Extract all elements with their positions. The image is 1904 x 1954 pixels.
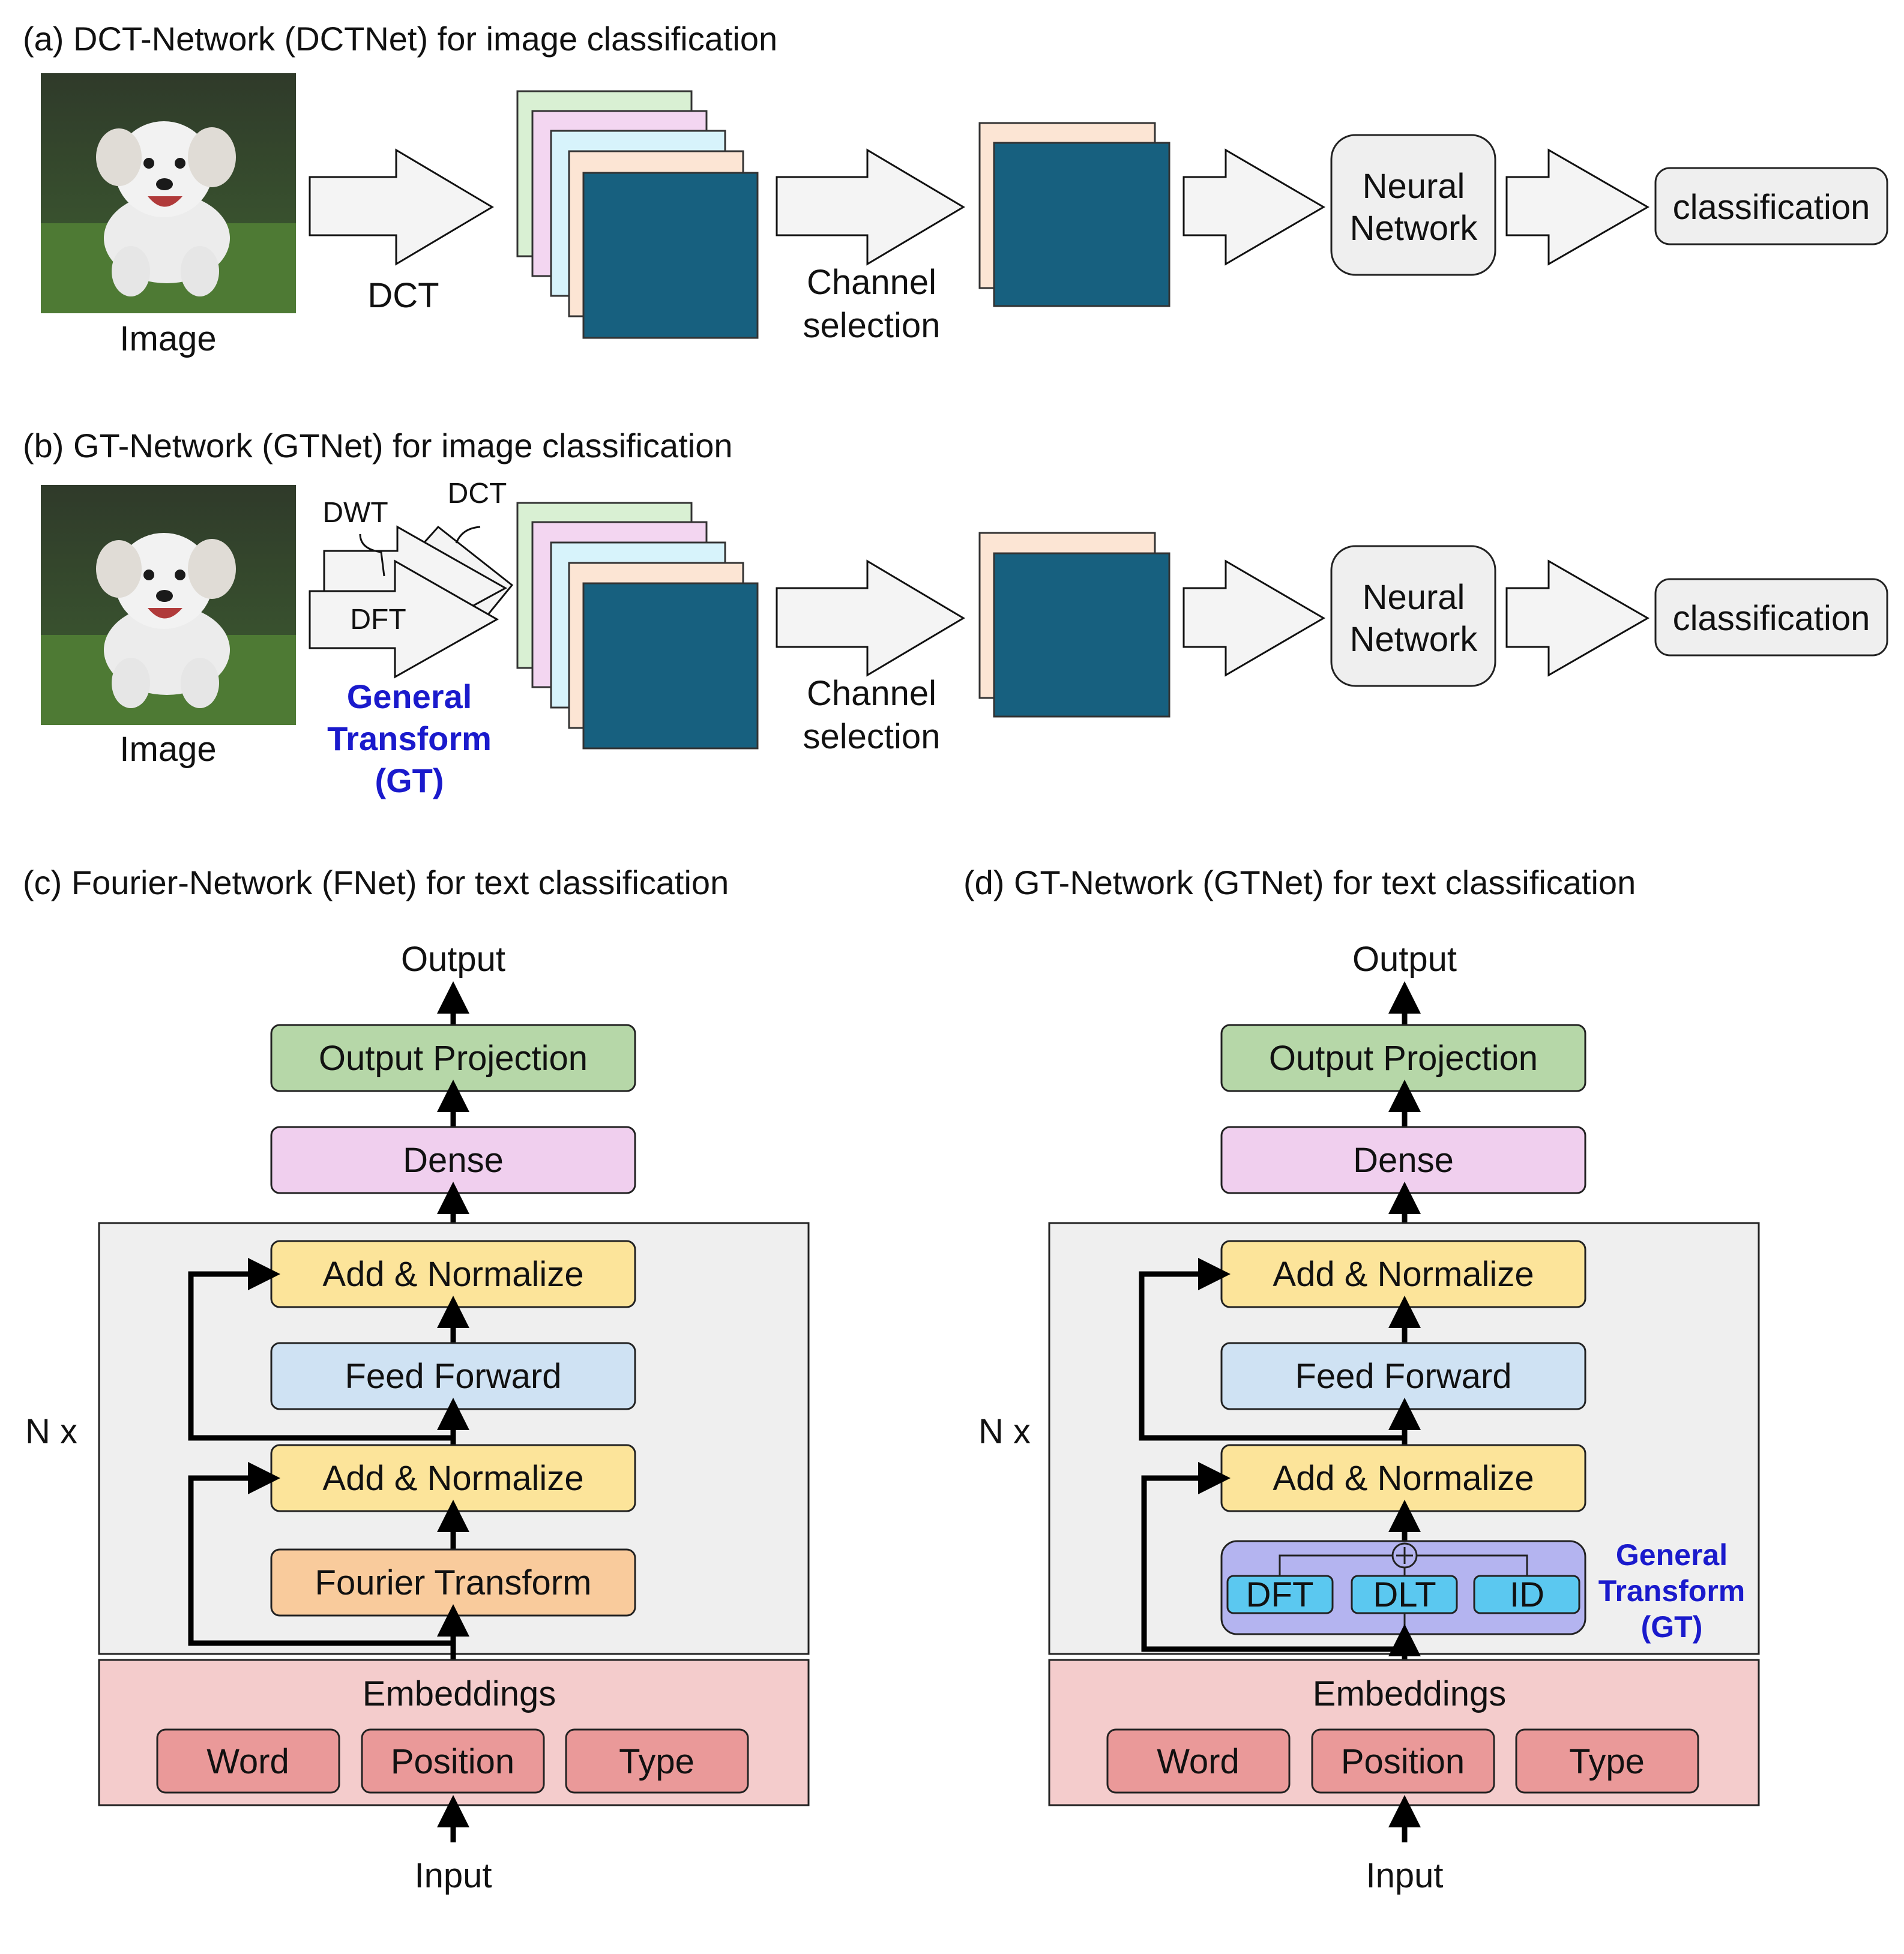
panel-b-dft-label: DFT xyxy=(350,604,406,636)
panel-b-image-label: Image xyxy=(119,730,216,769)
panel-b-network-label-2: Network xyxy=(1350,620,1478,659)
panel-b-selected-stack xyxy=(978,532,1170,718)
panel-d-feed-forward-label: Feed Forward xyxy=(1295,1357,1511,1396)
panel-b-gt-label-2: Transform xyxy=(327,720,492,757)
panel-a-feature-stack xyxy=(516,90,759,339)
panel-d-gt-id-label: ID xyxy=(1510,1575,1544,1614)
panel-c-emb-word-label: Word xyxy=(206,1742,289,1781)
panel-a-dct-arrow xyxy=(309,148,494,266)
panel-b-dft-arrow xyxy=(309,559,499,679)
panel-b-output-label: classification xyxy=(1673,599,1870,638)
panel-c-emb-word xyxy=(156,1728,340,1794)
panel-d-repeat-label: N x xyxy=(978,1412,1031,1451)
panel-a-arrow-to-network xyxy=(1182,148,1325,266)
panel-a-arrow-to-output xyxy=(1505,148,1650,266)
panel-d-embeddings-label: Embeddings xyxy=(1313,1674,1506,1713)
panel-c-title: (c) Fourier-Network (FNet) for text clas… xyxy=(23,864,729,901)
panel-d-gt-dlt xyxy=(1351,1575,1458,1614)
panel-a-output-label: classification xyxy=(1673,188,1870,227)
panel-d-output-label: Output xyxy=(1352,940,1457,979)
panel-c-emb-position xyxy=(361,1728,545,1794)
panel-d-emb-word-label: Word xyxy=(1157,1742,1240,1781)
panel-d-emb-word xyxy=(1106,1728,1291,1794)
panel-a-image-label: Image xyxy=(119,319,216,358)
panel-a-selection-label-2: selection xyxy=(803,306,941,345)
panel-b-selection-label-2: selection xyxy=(803,717,941,756)
panel-d-emb-position xyxy=(1311,1728,1495,1794)
panel-c-output-label: Output xyxy=(401,940,505,979)
panel-a-image xyxy=(41,73,296,313)
panel-d-gt-label-3: (GT) xyxy=(1641,1610,1703,1644)
panel-d-add-norm-top-label: Add & Normalize xyxy=(1273,1255,1534,1294)
panel-c-add-norm-top-label: Add & Normalize xyxy=(322,1255,583,1294)
panel-b-arrow-to-network xyxy=(1182,559,1325,677)
panel-b-output-box xyxy=(1654,578,1888,657)
panel-d-gt-dlt-label: DLT xyxy=(1373,1575,1436,1614)
panel-a-dct-label: DCT xyxy=(367,276,439,315)
panel-d-input-label: Input xyxy=(1366,1856,1444,1895)
panel-d-residual-bottom xyxy=(1141,1462,1405,1652)
panel-b-gt-arrows xyxy=(309,525,514,679)
panel-d-gt-dft-label: DFT xyxy=(1246,1575,1314,1614)
panel-c-residual-top xyxy=(188,1258,453,1441)
panel-b-image xyxy=(41,485,296,725)
panel-b-feature-stack xyxy=(516,502,759,750)
panel-b-network-label-1: Neural xyxy=(1363,578,1465,617)
panel-b-network-box xyxy=(1330,545,1496,687)
panel-b-gt-label-3: (GT) xyxy=(375,762,444,799)
panel-b-dct-label: DCT xyxy=(448,478,507,510)
panel-d-title: (d) GT-Network (GTNet) for text classifi… xyxy=(963,864,1636,901)
panel-d-gt-label-2: Transform xyxy=(1598,1574,1746,1608)
panel-c-feed-forward-label: Feed Forward xyxy=(345,1357,561,1396)
panel-a-selection-arrow xyxy=(776,148,965,266)
panel-b-gt-label-1: General xyxy=(347,678,472,715)
panel-b-title: (b) GT-Network (GTNet) for image classif… xyxy=(23,427,732,464)
panel-c-repeat-label: N x xyxy=(25,1412,77,1451)
panel-b-selection-label-1: Channel xyxy=(807,674,936,713)
panel-d-residual-top xyxy=(1139,1258,1405,1441)
panel-d-output-projection-label: Output Projection xyxy=(1269,1039,1538,1078)
panel-a-network-label-1: Neural xyxy=(1363,167,1465,206)
panel-d-add-norm-bottom-label: Add & Normalize xyxy=(1273,1459,1534,1498)
panel-a-selection-label-1: Channel xyxy=(807,263,936,302)
panel-c-emb-type-label: Type xyxy=(619,1742,694,1781)
panel-d-emb-type xyxy=(1515,1728,1699,1794)
panel-c-dense-label: Dense xyxy=(403,1141,504,1180)
panel-c-residual-bottom xyxy=(188,1462,453,1646)
panel-c-fourier-label: Fourier Transform xyxy=(315,1563,592,1602)
panel-d-gt-label-1: General xyxy=(1616,1538,1728,1572)
panel-b-dwt-label: DWT xyxy=(322,497,388,529)
panel-a-output-box xyxy=(1654,167,1888,245)
panel-d-emb-type-label: Type xyxy=(1569,1742,1645,1781)
panel-d-emb-position-label: Position xyxy=(1341,1742,1465,1781)
panel-d-dense-label: Dense xyxy=(1353,1141,1454,1180)
panel-b-arrow-to-output xyxy=(1505,559,1650,677)
panel-a-title: (a) DCT-Network (DCTNet) for image class… xyxy=(23,20,777,58)
panel-c-emb-position-label: Position xyxy=(391,1742,514,1781)
panel-c-output-projection-label: Output Projection xyxy=(319,1039,588,1078)
panel-a-network-label-2: Network xyxy=(1350,209,1478,248)
panel-c-input-label: Input xyxy=(415,1856,492,1895)
panel-a-network-box xyxy=(1330,134,1496,276)
panel-c-add-norm-bottom-label: Add & Normalize xyxy=(322,1459,583,1498)
panel-c-emb-type xyxy=(565,1728,749,1794)
panel-a-selected-stack xyxy=(978,122,1170,307)
panel-b-selection-arrow xyxy=(776,559,965,677)
panel-d-gt-dft xyxy=(1226,1575,1334,1614)
panel-d-gt-id xyxy=(1473,1575,1580,1614)
panel-c-embeddings-label: Embeddings xyxy=(363,1674,556,1713)
